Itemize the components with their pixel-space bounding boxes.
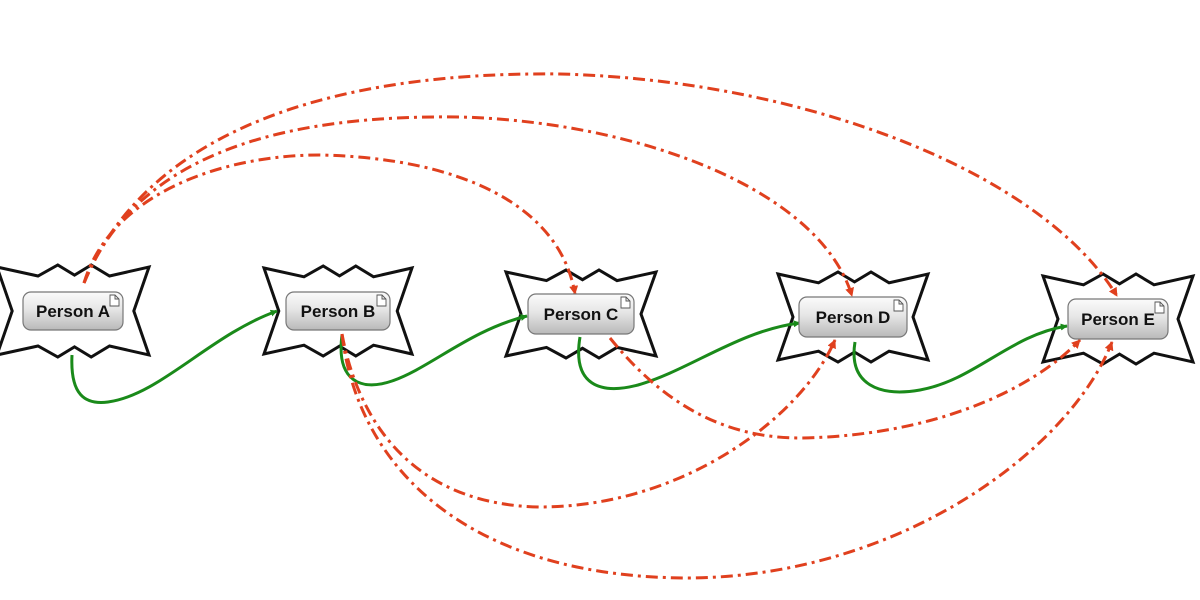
node-box-a — [22, 291, 124, 331]
node-box-e — [1067, 298, 1169, 340]
edge-solid-c-d — [577, 320, 801, 390]
node-boxes: Person A Person B Person C Person D Person E — [22, 291, 1169, 340]
edge-dash-c-e — [608, 337, 1082, 440]
edge-solid-d-e — [852, 323, 1068, 394]
edge-dash-a-e — [82, 72, 1119, 297]
node-box-c — [527, 293, 635, 335]
edge-dash-a-d — [82, 115, 854, 297]
edges — [70, 72, 1119, 580]
node-person-a[interactable]: Person A — [22, 291, 124, 331]
note-icon — [109, 294, 120, 307]
node-label-b: Person B — [301, 302, 376, 321]
edge-solid-a-b — [70, 309, 278, 404]
node-box-b — [285, 291, 391, 331]
edge-solid-b-c — [339, 314, 528, 387]
edge-dash-b-e — [340, 333, 1114, 580]
node-person-b[interactable]: Person B — [285, 291, 391, 331]
node-label-a: Person A — [36, 302, 110, 321]
node-label-d: Person D — [816, 308, 891, 327]
node-person-e[interactable]: Person E — [1067, 298, 1169, 340]
edge-dash-a-c — [82, 153, 579, 295]
node-label-c: Person C — [544, 305, 619, 324]
note-icon — [1154, 301, 1165, 314]
node-label-e: Person E — [1081, 310, 1155, 329]
node-person-c[interactable]: Person C — [527, 293, 635, 335]
note-icon — [376, 294, 387, 307]
note-icon — [893, 299, 904, 312]
edge-dash-b-d — [340, 333, 837, 509]
node-box-d — [798, 296, 908, 338]
note-icon — [620, 296, 631, 309]
node-person-d[interactable]: Person D — [798, 296, 908, 338]
